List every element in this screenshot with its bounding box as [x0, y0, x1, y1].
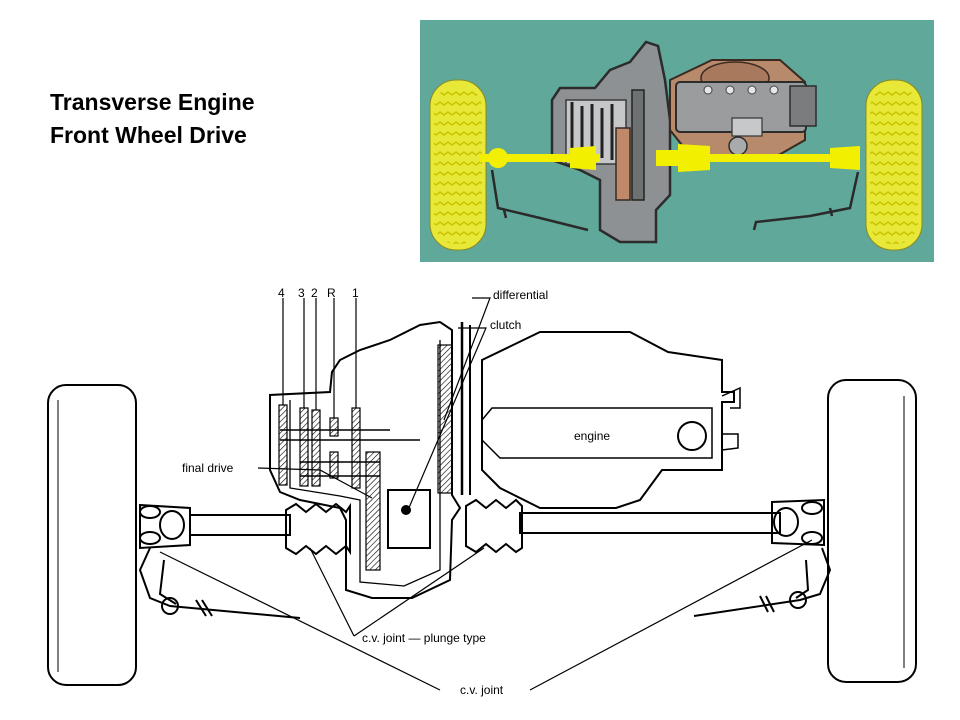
left-wheel [47, 384, 137, 686]
left-drive-shaft [189, 514, 291, 536]
left-outer-cv-joint [139, 503, 191, 550]
title-line-1: Transverse Engine [50, 89, 255, 115]
gear-2 [311, 409, 321, 487]
drivetrain-diagram: 4 3 2 R 1 differential clutch engine fin… [47, 286, 917, 697]
gear-label-r: R [327, 286, 336, 300]
gear-reverse-idler [329, 451, 339, 479]
right-suspension-arm [693, 547, 832, 617]
gear-label-4: 4 [278, 286, 285, 300]
right-wheel [827, 379, 917, 683]
label-cv-plunge: c.v. joint — plunge type [362, 631, 486, 645]
gear-reverse [329, 417, 339, 437]
right-outer-cv-joint [771, 498, 825, 547]
gear-3 [299, 407, 309, 487]
engine-block-photo [669, 59, 817, 161]
label-clutch: clutch [490, 318, 521, 332]
left-suspension-arm [138, 547, 301, 619]
photo-background [420, 20, 934, 262]
suspension-arms-photo [490, 169, 860, 232]
label-engine: engine [574, 429, 610, 443]
differential-pinion [401, 505, 411, 515]
transaxle-housing [269, 320, 462, 599]
diagram-title: Transverse Engine Front Wheel Drive [50, 86, 255, 153]
differential-case [387, 489, 431, 549]
gear-set [278, 344, 453, 571]
engine-crank-circle [677, 421, 707, 451]
left-tire-photo [429, 79, 487, 251]
title-line-2: Front Wheel Drive [50, 122, 247, 149]
gear-label-3: 3 [298, 286, 305, 300]
engine-block [481, 331, 735, 509]
gear-1 [351, 407, 361, 489]
label-final-drive: final drive [182, 461, 234, 475]
gear-4 [278, 404, 288, 486]
final-drive-gear [365, 451, 381, 571]
right-plunge-cv-boot [465, 498, 523, 554]
left-plunge-cv-boot [285, 502, 351, 556]
engine-photo [420, 20, 934, 262]
right-tire-photo [865, 79, 923, 251]
gear-label-2: 2 [311, 286, 318, 300]
right-drive-shaft [519, 512, 781, 534]
drive-shafts-photo [480, 144, 860, 172]
label-differential: differential [493, 288, 548, 302]
gear-label-1: 1 [352, 286, 359, 300]
label-cv-joint: c.v. joint [460, 683, 504, 697]
